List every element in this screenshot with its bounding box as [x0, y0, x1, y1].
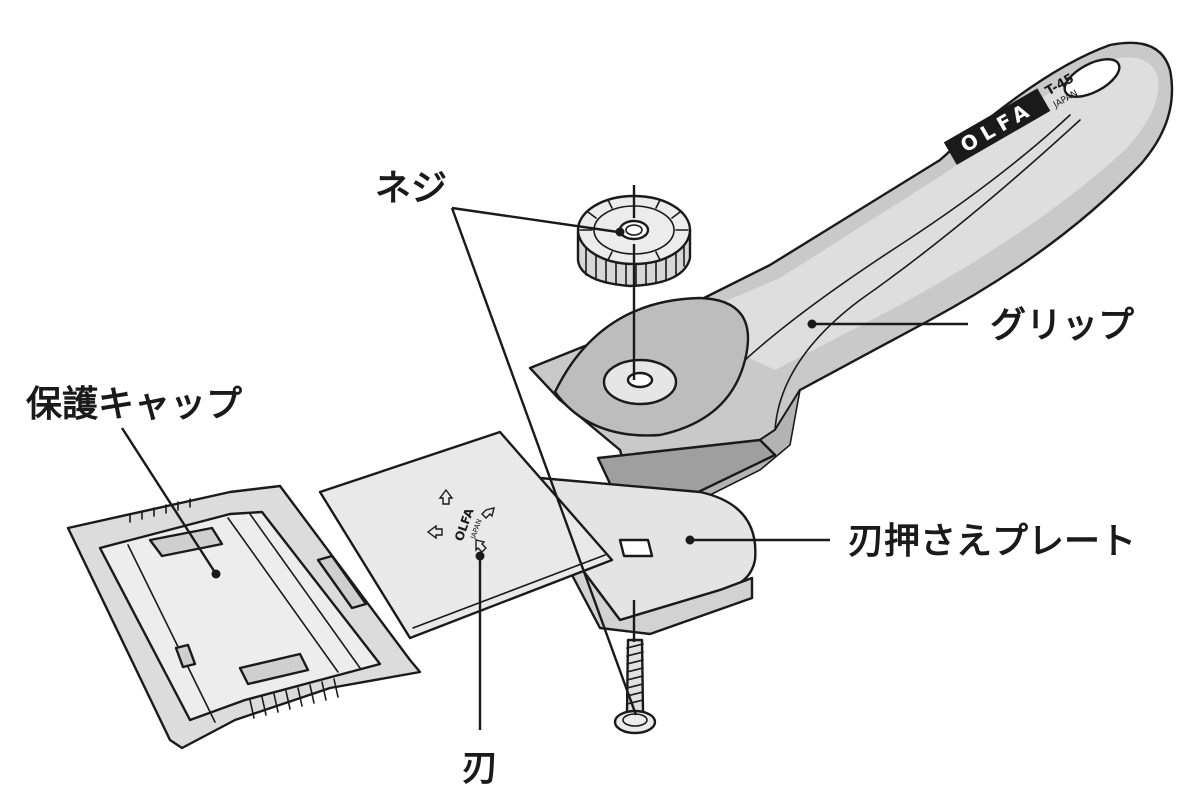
screw-knurl [585, 239, 685, 287]
arrow-icon [438, 488, 454, 505]
cap-tab [148, 526, 224, 558]
label-protective-cap: 保護キャップ [26, 384, 242, 425]
grip-top-face [560, 57, 1159, 373]
cap-rail [227, 517, 339, 673]
cap-tab [316, 554, 368, 610]
blade-plate [538, 476, 757, 636]
hang-hole [1063, 58, 1121, 98]
blade-plate-window [618, 538, 654, 558]
cap-tab [174, 643, 197, 669]
grip [528, 41, 1174, 526]
callout-dot [685, 535, 695, 545]
grip-contour-line [774, 119, 1081, 431]
grip-screw-hole [626, 371, 654, 389]
blade-direction-arrows [426, 488, 495, 553]
grip-contour-line [744, 114, 1071, 361]
label-grip: グリップ [990, 305, 1134, 346]
cap-tab [238, 652, 310, 686]
label-screw: ネジ [375, 168, 447, 209]
leader-protective-cap [120, 427, 218, 575]
callout-dot [807, 319, 817, 329]
brand-logo-box [943, 88, 1051, 165]
leader-screw [451, 206, 619, 234]
cap-rail [127, 544, 216, 723]
bolt [613, 638, 657, 735]
screw-thread-hole [618, 219, 650, 241]
callout-dot [475, 551, 485, 561]
screw-thread-ring [625, 224, 643, 236]
cap-floor [98, 510, 382, 722]
leader-screw [450, 207, 638, 716]
bolt-thread [626, 643, 644, 705]
blade-plate-rail [570, 558, 754, 636]
arrow-icon [481, 507, 495, 519]
cap-rail [249, 513, 361, 669]
callout-dot [211, 569, 221, 579]
blade [318, 430, 614, 640]
callout-dot [615, 227, 625, 237]
label-blade: 刃 [462, 748, 498, 789]
arrow-icon [475, 539, 487, 553]
blade-edge [412, 554, 606, 629]
protective-cap [66, 484, 422, 750]
cap-ridges [249, 678, 339, 719]
blade-edge [409, 559, 613, 639]
label-blade-plate: 刃押さえプレート [848, 521, 1136, 562]
cap-ridges [129, 498, 191, 523]
arrow-icon [426, 524, 443, 540]
